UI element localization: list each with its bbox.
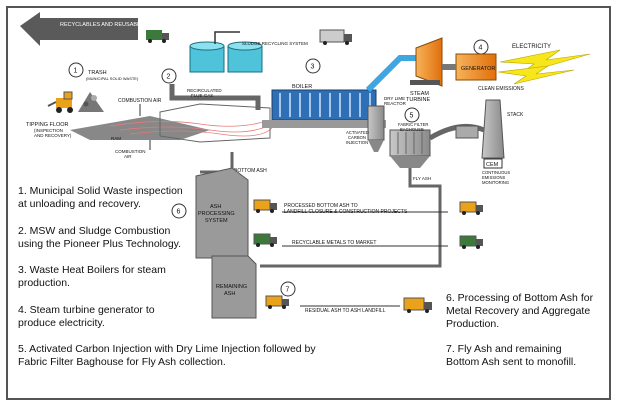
ash-processing-label-2: PROCESSING	[198, 211, 235, 217]
dry-lime-reactor	[367, 105, 385, 152]
electricity-label: ELECTRICITY	[512, 44, 551, 50]
boiler	[262, 89, 386, 128]
step-1: 1	[74, 68, 78, 75]
ash-processing-label-3: SYSTEM	[205, 218, 228, 224]
caption-2: 2. MSW and Sludge Combustion using the P…	[18, 225, 182, 250]
fabric-label-2: BAGHOUSE	[400, 127, 424, 132]
trash-sub-label: (MUNICIPAL SOLID WASTE)	[86, 76, 139, 81]
truck-icon	[459, 235, 483, 249]
sludge-tanks-icon	[189, 31, 263, 73]
cem-sub3: MONITORING	[482, 180, 509, 185]
step-4: 4	[479, 45, 483, 52]
stack	[481, 99, 505, 159]
trash-label: TRASH	[88, 70, 107, 76]
activated-label-1: ACTIVATED	[346, 130, 369, 135]
dry-lime-label-1: DRY LIME	[384, 96, 405, 101]
combustion-air-label: COMBUSTION AIR	[118, 98, 162, 104]
processed-label-2: LANDFILL CLOSURE & CONSTRUCTION PROJECTS	[284, 209, 408, 215]
ram-label: RAM	[111, 136, 121, 141]
cem-sub2: EMISSIONS	[482, 175, 505, 180]
clean-emissions-label: CLEAN EMISSIONS	[478, 86, 525, 92]
ash-processing-system	[195, 167, 249, 259]
caption-7: 7. Fly Ash and remaining Bottom Ash sent…	[446, 343, 577, 368]
remaining-ash-label-2: ASH	[224, 291, 235, 297]
cem-label: CEM	[486, 162, 499, 168]
tipping-sub1: (INSPECTION	[34, 128, 63, 133]
recyclables-arrow-label: RECYCLABLES AND REUSABLE MATERIALS TO MA…	[60, 22, 249, 28]
bottom-ash-label: BOTTOM ASH	[234, 168, 267, 174]
caption-3: 3. Waste Heat Boilers for steam producti…	[18, 264, 166, 289]
fabric-label-1: FABRIC FILTER	[398, 122, 428, 127]
truck-icon	[319, 29, 352, 45]
air-label: AIR	[124, 154, 132, 159]
ash-processing-label-1: ASH	[210, 204, 221, 210]
trash-pile-icon	[78, 92, 104, 112]
generator-label: GENERATOR	[461, 66, 495, 72]
cem-box	[483, 158, 503, 169]
generator	[442, 53, 497, 81]
steam-label: STEAM	[410, 91, 429, 97]
truck-icon	[459, 201, 483, 215]
combustion-air-label-2: COMBUSTION	[115, 149, 146, 154]
step-3: 3	[311, 64, 315, 71]
fly-ash-pipe	[260, 168, 442, 268]
steam-turbine	[410, 37, 443, 87]
step-5: 5	[410, 113, 414, 120]
remaining-ash-building	[211, 255, 257, 319]
tipping-floor-label: TIPPING FLOOR	[26, 122, 69, 128]
caption-6: 6. Processing of Bottom Ash for Metal Re…	[446, 292, 594, 330]
cem-sub1: CONTINUOUS	[482, 170, 510, 175]
truck-icon	[403, 297, 432, 313]
steam-pipe	[365, 55, 420, 93]
flue-gas-streaks	[109, 119, 273, 137]
processed-label-1: PROCESSED BOTTOM ASH TO	[284, 203, 358, 209]
step-markers: 1 2 3 4 5 6 7	[68, 39, 489, 297]
step-6: 6	[177, 209, 181, 216]
turbine-label: TURBINE	[406, 97, 430, 103]
stack-label: STACK	[507, 112, 524, 118]
dry-lime-label-2: REACTOR	[384, 101, 407, 106]
electricity-bolt-icon	[497, 49, 591, 85]
sludge-system-label: SLUDGE RECYCLING SYSTEM	[242, 41, 308, 46]
caption-4: 4. Steam turbine generator to produce el…	[18, 304, 155, 329]
boiler-label: BOILER	[292, 84, 312, 90]
recirc-label-2: FLUE GAS	[191, 93, 213, 98]
truck-icon	[253, 199, 277, 213]
residual-ash-label: RESIDUAL ASH TO ASH LANDFILL	[305, 308, 386, 314]
loader-icon	[47, 91, 73, 113]
recyclable-metals-label: RECYCLABLE METALS TO MARKET	[292, 240, 376, 246]
fly-ash-label: FLY ASH	[413, 176, 431, 181]
truck-icon	[146, 30, 169, 43]
fabric-filter-baghouse	[389, 129, 431, 168]
activated-label-3: INJECTION	[346, 140, 368, 145]
caption-1: 1. Municipal Solid Waste inspection at u…	[18, 185, 183, 210]
truck-icon	[265, 295, 289, 309]
recyclables-arrow: RECYCLABLES AND REUSABLE MATERIALS TO MA…	[20, 12, 249, 46]
step-2: 2	[167, 74, 171, 81]
tipping-sub2: AND RECOVERY)	[34, 133, 72, 138]
recirc-duct	[169, 84, 261, 110]
step-7: 7	[286, 287, 290, 294]
caption-5: 5. Activated Carbon Injection with Dry L…	[18, 343, 316, 368]
remaining-ash-label-1: REMAINING	[216, 284, 247, 290]
recirc-label-1: RECIRCULATED	[187, 88, 222, 93]
truck-icon	[253, 233, 277, 247]
activated-label-2: CARBON	[348, 135, 366, 140]
